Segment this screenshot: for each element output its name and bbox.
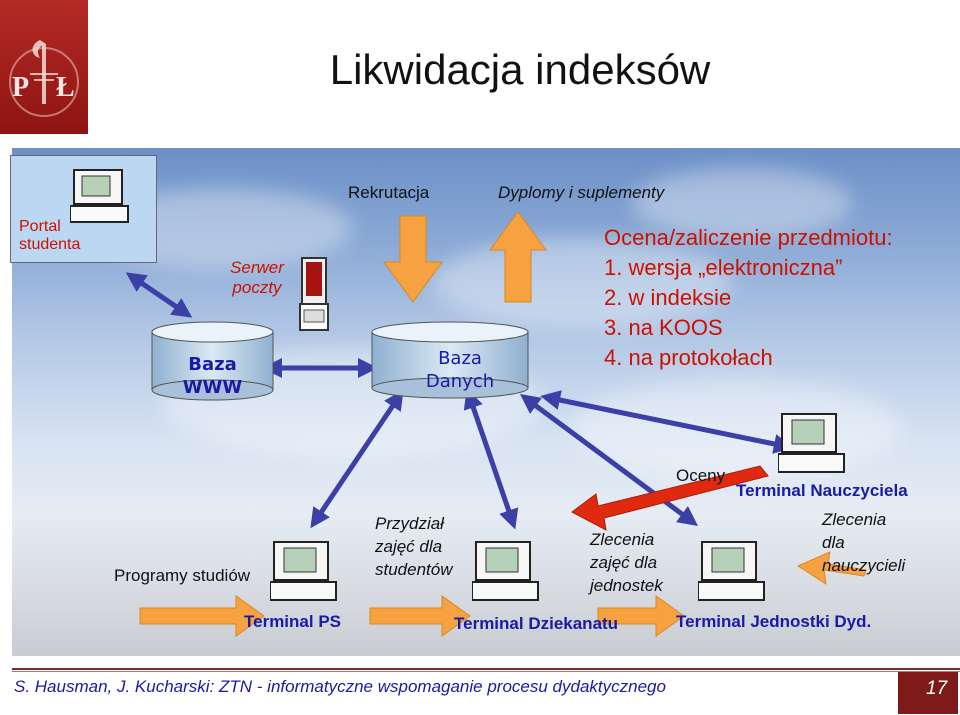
arrow-zlecenia-jednostek: [597, 595, 685, 637]
arrow-danych-ps: [310, 389, 404, 529]
terminal-nauczyciela-computer-icon: [778, 413, 845, 473]
arrow-dyplomy: [489, 211, 547, 303]
pl-logo: P Ł: [0, 0, 88, 134]
arrow-programy: [139, 595, 265, 637]
zlecenia-jednostek-label: zajęć dla: [590, 553, 658, 572]
baza-www-label-2: WWW: [182, 377, 243, 398]
zlecenia-nauczycieli-label: dla: [822, 533, 845, 552]
terminal-jednostki-label: Terminal Jednostki Dyd.: [676, 612, 872, 631]
footer-divider: [12, 671, 960, 672]
zlecenia-jednostek-label: Zlecenia: [590, 530, 655, 549]
terminal-ps-computer-icon: [270, 541, 337, 601]
baza-www-label-1: Baza: [188, 354, 237, 375]
zlecenia-jednostek-label: jednostek: [590, 576, 663, 595]
baza-danych-label-2: Danych: [425, 371, 495, 392]
ocena-item: 4. na protokołach: [604, 345, 773, 370]
przydzial-label: studentów: [375, 560, 453, 579]
zlecenia-nauczycieli-label: Zlecenia: [822, 510, 887, 529]
arrow-zlecenia-nauczycieli: [796, 551, 867, 586]
terminal-jednostki-computer-icon: [698, 541, 765, 601]
dyplomy-label: Dyplomy i suplementy: [498, 183, 665, 202]
ocena-item: 2. w indeksie: [604, 285, 732, 310]
arrow-danych-nauczyciel: [540, 390, 794, 454]
terminal-dziekanatu-computer-icon: [472, 541, 539, 601]
programy-studiow-label: Programy studiów: [114, 566, 251, 585]
zlecenia-nauczycieli-label: nauczycieli: [822, 556, 906, 575]
ocena-heading: Ocena/zaliczenie przedmiotu:: [604, 225, 893, 250]
page-number: 17: [926, 678, 948, 699]
page-number-box: 17: [898, 672, 958, 714]
przydzial-label: zajęć dla: [375, 537, 443, 556]
portal-computer-icon: [70, 169, 129, 223]
svg-text:P: P: [12, 72, 29, 103]
arrow-przydzial: [369, 595, 471, 637]
terminal-dziekanatu-label: Terminal Dziekanatu: [454, 614, 619, 633]
serwer-poczty-label: Serwer poczty: [230, 258, 284, 297]
baza-danych-label-1: Baza: [438, 348, 482, 369]
arrow-rekrutacja: [383, 215, 443, 303]
przydzial-label: Przydział: [375, 514, 444, 533]
rekrutacja-label: Rekrutacja: [348, 183, 430, 202]
arrow-portal-www: [125, 272, 193, 318]
slide-title: Likwidacja indeksów: [329, 46, 711, 93]
baza-www-database-icon: [151, 321, 274, 401]
ocena-item: 3. na KOOS: [604, 315, 723, 340]
arrow-oceny: [571, 465, 769, 531]
oceny-label: Oceny: [676, 466, 726, 485]
svg-text:Ł: Ł: [56, 72, 75, 103]
footer-text: S. Hausman, J. Kucharski: ZTN - informat…: [14, 677, 666, 696]
baza-danych-database-icon: [371, 321, 529, 399]
ocena-item: 1. wersja „elektroniczna”: [604, 255, 843, 280]
terminal-ps-label: Terminal PS: [244, 612, 341, 631]
terminal-nauczyciela-label: Terminal Nauczyciela: [736, 481, 908, 500]
server-tower-icon: [299, 257, 329, 331]
footer-divider: [12, 668, 960, 670]
arrow-danych-dziekanat: [463, 388, 519, 530]
portal-studenta-label: Portal studenta: [19, 218, 81, 254]
